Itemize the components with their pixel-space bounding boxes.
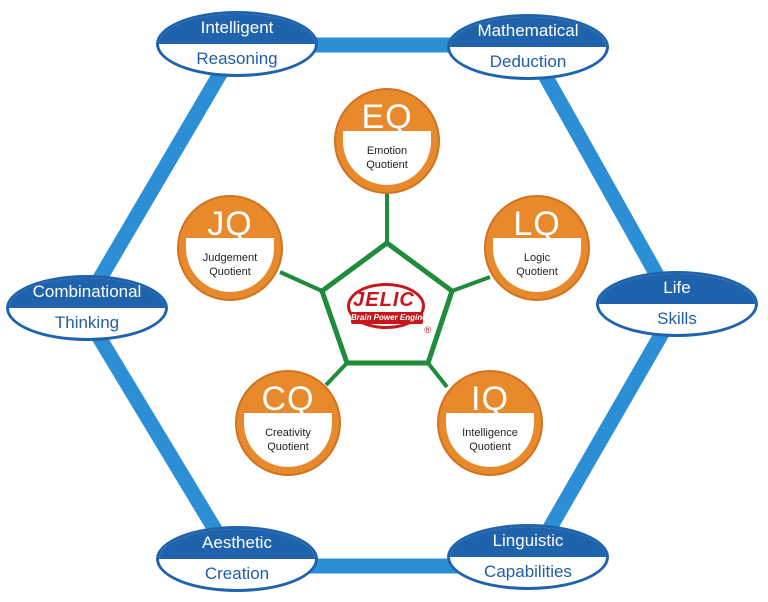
node-aesthetic-creation: Aesthetic Creation: [156, 526, 318, 592]
node-subtitle: Reasoning: [196, 49, 278, 68]
quotient-word: Quotient: [366, 159, 408, 171]
quotient-name: Judgement: [202, 252, 258, 264]
quotient-name: Creativity: [265, 427, 311, 439]
node-pill: [156, 11, 318, 77]
quotient-eq: EQ Emotion Quotient: [334, 88, 440, 194]
quotient-name: Intelligence: [462, 427, 518, 439]
node-pill: [447, 14, 609, 80]
quotient-abbr: IQ: [471, 380, 509, 418]
spoke-iq: [426, 361, 449, 389]
jelic-logo: JELIC Brain Power Engine ®: [343, 281, 431, 339]
registered-mark: ®: [424, 325, 431, 335]
spoke-cq: [324, 361, 349, 387]
node-title: Linguistic: [492, 531, 564, 550]
node-title: Intelligent: [200, 18, 274, 37]
quotient-lq: LQ Logic Quotient: [484, 195, 590, 301]
node-title: Mathematical: [477, 21, 579, 40]
node-linguistic-capabilities: Linguistic Capabilities: [447, 524, 609, 590]
quotient-iq: IQ Intelligence Quotient: [437, 370, 543, 476]
quotient-word: Quotient: [469, 441, 511, 453]
logo-tagline: Brain Power Engine: [351, 312, 427, 324]
node-pill: [596, 271, 758, 337]
node-subtitle: Deduction: [489, 52, 567, 71]
spoke-lq: [451, 275, 491, 293]
node-pill: [156, 526, 318, 592]
node-combinational-thinking: Combinational Thinking: [6, 275, 168, 341]
quotient-word: Quotient: [267, 441, 309, 453]
node-pill: [447, 524, 609, 590]
node-title: Aesthetic: [202, 533, 272, 552]
quotient-cq: CQ Creativity Quotient: [235, 370, 341, 476]
node-pill: [6, 275, 168, 341]
node-subtitle: Capabilities: [484, 562, 572, 581]
quotient-name: Emotion: [366, 145, 408, 157]
quotient-jq: JQ Judgement Quotient: [177, 195, 283, 301]
quotient-name: Logic: [523, 252, 551, 264]
logo-brand: JELIC: [353, 289, 415, 311]
quotient-abbr: JQ: [207, 205, 253, 243]
quotient-abbr: CQ: [261, 380, 315, 418]
node-title: Life: [663, 278, 691, 297]
node-mathematical-deduction: Mathematical Deduction: [447, 14, 609, 80]
node-life-skills: Life Skills: [596, 271, 758, 337]
quotient-word: Quotient: [516, 266, 558, 278]
quotient-abbr: EQ: [361, 98, 413, 136]
quotient-abbr: LQ: [513, 205, 561, 243]
node-subtitle: Thinking: [54, 313, 120, 332]
spoke-jq: [279, 270, 323, 293]
node-title: Combinational: [32, 282, 142, 301]
node-subtitle: Creation: [204, 564, 270, 583]
node-subtitle: Skills: [657, 309, 697, 328]
pentagon-spokes: [279, 190, 491, 389]
quotient-word: Quotient: [209, 266, 251, 278]
node-intelligent-reasoning: Intelligent Reasoning: [156, 11, 318, 77]
